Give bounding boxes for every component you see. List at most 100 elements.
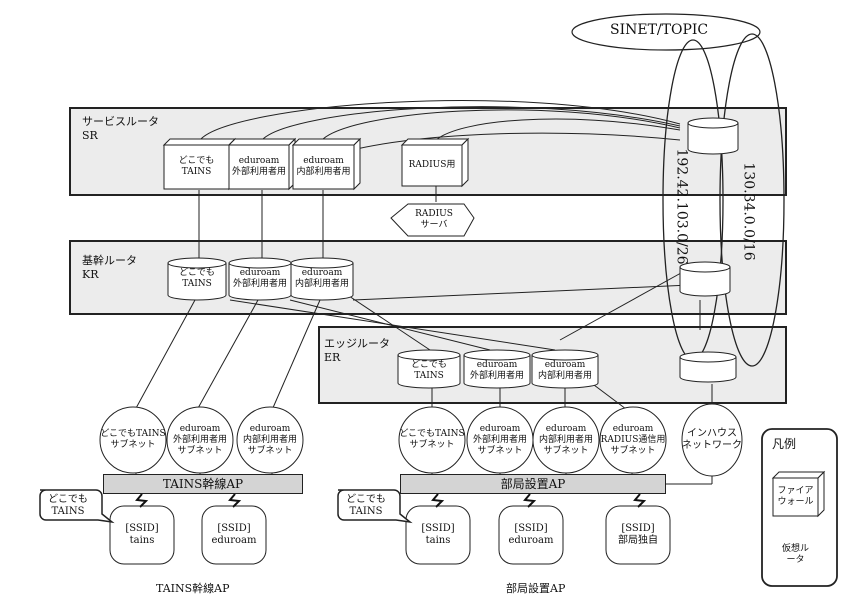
label: 内部利用者用 [296, 167, 351, 177]
label: 外部利用者用 [232, 279, 287, 289]
label: どこでも [179, 268, 215, 278]
label: eduroam [303, 156, 344, 166]
sinet-label: SINET/TOPIC [610, 22, 709, 38]
dept-ap-caption: 部局設置AP [506, 582, 566, 595]
virtual-router-icon [463, 349, 531, 389]
label: どこでも [178, 156, 215, 166]
tains-ap-eduroam-ssid: [SSID]eduroam [202, 518, 266, 552]
label: RADIUS [415, 209, 453, 219]
virtual-router-icon [679, 351, 737, 383]
dept-ap-tains-ssid: [SSID]tains [406, 518, 470, 552]
label: どこでも [48, 494, 88, 505]
virtual-router-icon [290, 257, 354, 301]
label: サブネット [543, 445, 589, 456]
label: TAINS [181, 167, 212, 177]
label: eduroam [479, 423, 521, 434]
label: eduroam [179, 423, 221, 434]
sr-name: サービスルータ [82, 115, 159, 128]
label: [SSID] [421, 523, 455, 534]
label: 外部利用者用 [172, 434, 227, 445]
firewall-icon [291, 137, 362, 191]
label: RADIUS通信用 [600, 434, 666, 445]
sr-box-radius: RADIUS用 [402, 145, 462, 186]
label: TAINS [414, 371, 444, 381]
label: サブネット [610, 445, 656, 456]
label: eduroam [508, 535, 554, 546]
label: [SSID] [514, 523, 548, 534]
subnet-a-label: 192.42.103.0/26 [673, 148, 690, 265]
inhouse-network-label: インハウスネットワーク [682, 424, 742, 456]
er-subnet-links [431, 381, 713, 485]
sr-firewalls [162, 137, 470, 191]
label: TAINS [349, 506, 383, 517]
label: 仮想ルータ [781, 544, 809, 565]
er-name: エッジルータ [324, 337, 390, 350]
label: 外部利用者用 [231, 167, 286, 177]
subnet-b-label: 130.34.0.0/16 [740, 162, 757, 261]
label: サブネット [177, 445, 223, 456]
label: [SSID] [217, 523, 251, 534]
sinet-cloud [571, 13, 761, 51]
virtual-router-icon [167, 257, 227, 301]
label: どこでも [411, 360, 447, 370]
legend-router-label: 仮想ルータ [773, 540, 818, 570]
label: インハウス [687, 428, 737, 439]
sr-uplinks [199, 100, 681, 151]
subnet-a-loop [662, 39, 724, 361]
dept-ap-own-ssid: [SSID]部局独自 [606, 518, 670, 552]
label: [SSID] [125, 523, 159, 534]
label: eduroam [239, 268, 281, 278]
kr-er-links [229, 267, 701, 351]
label: サブネット [409, 440, 455, 450]
label: 部局独自 [618, 535, 658, 546]
dept-callout-bubble [337, 489, 413, 524]
label: [SSID] [621, 523, 655, 534]
label: tains [425, 535, 451, 546]
label: どこでもTAINS [100, 429, 166, 439]
label: サブネット [247, 445, 293, 456]
label: どこでもTAINS [399, 429, 465, 439]
wireless-bolts [135, 493, 647, 508]
inhouse-network-shape [681, 403, 743, 477]
subnet-b-loop [719, 33, 785, 367]
kr-subnet-links [134, 299, 321, 411]
label: サーバ [420, 220, 448, 230]
label: ファイアウォール [777, 486, 814, 507]
label: サブネット [110, 440, 156, 450]
ap-shapes [109, 505, 671, 565]
label: TAINS [182, 279, 212, 289]
virtual-router-icon [228, 257, 292, 301]
label: eduroam [476, 360, 518, 370]
dept-subnet-circles [398, 406, 667, 474]
firewall-icon [400, 137, 470, 188]
legend-firewall-label: ファイアウォール [773, 478, 818, 516]
label: tains [129, 535, 155, 546]
kr-code: KR [82, 268, 99, 281]
tains-ap-tains-ssid: [SSID]tains [110, 518, 174, 552]
virtual-router-icon [397, 349, 461, 389]
tains-subnet-circles [99, 406, 304, 474]
virtual-router-icon [687, 117, 739, 155]
tains-ap-caption: TAINS幹線AP [156, 582, 230, 595]
virtual-router-icon [679, 261, 731, 297]
label: TAINS [51, 506, 85, 517]
dept-ap-bar: 部局設置AP [400, 474, 666, 494]
label: どこでも [346, 494, 386, 505]
virtual-router-icon [531, 349, 599, 389]
radius-server-shape [390, 203, 475, 237]
